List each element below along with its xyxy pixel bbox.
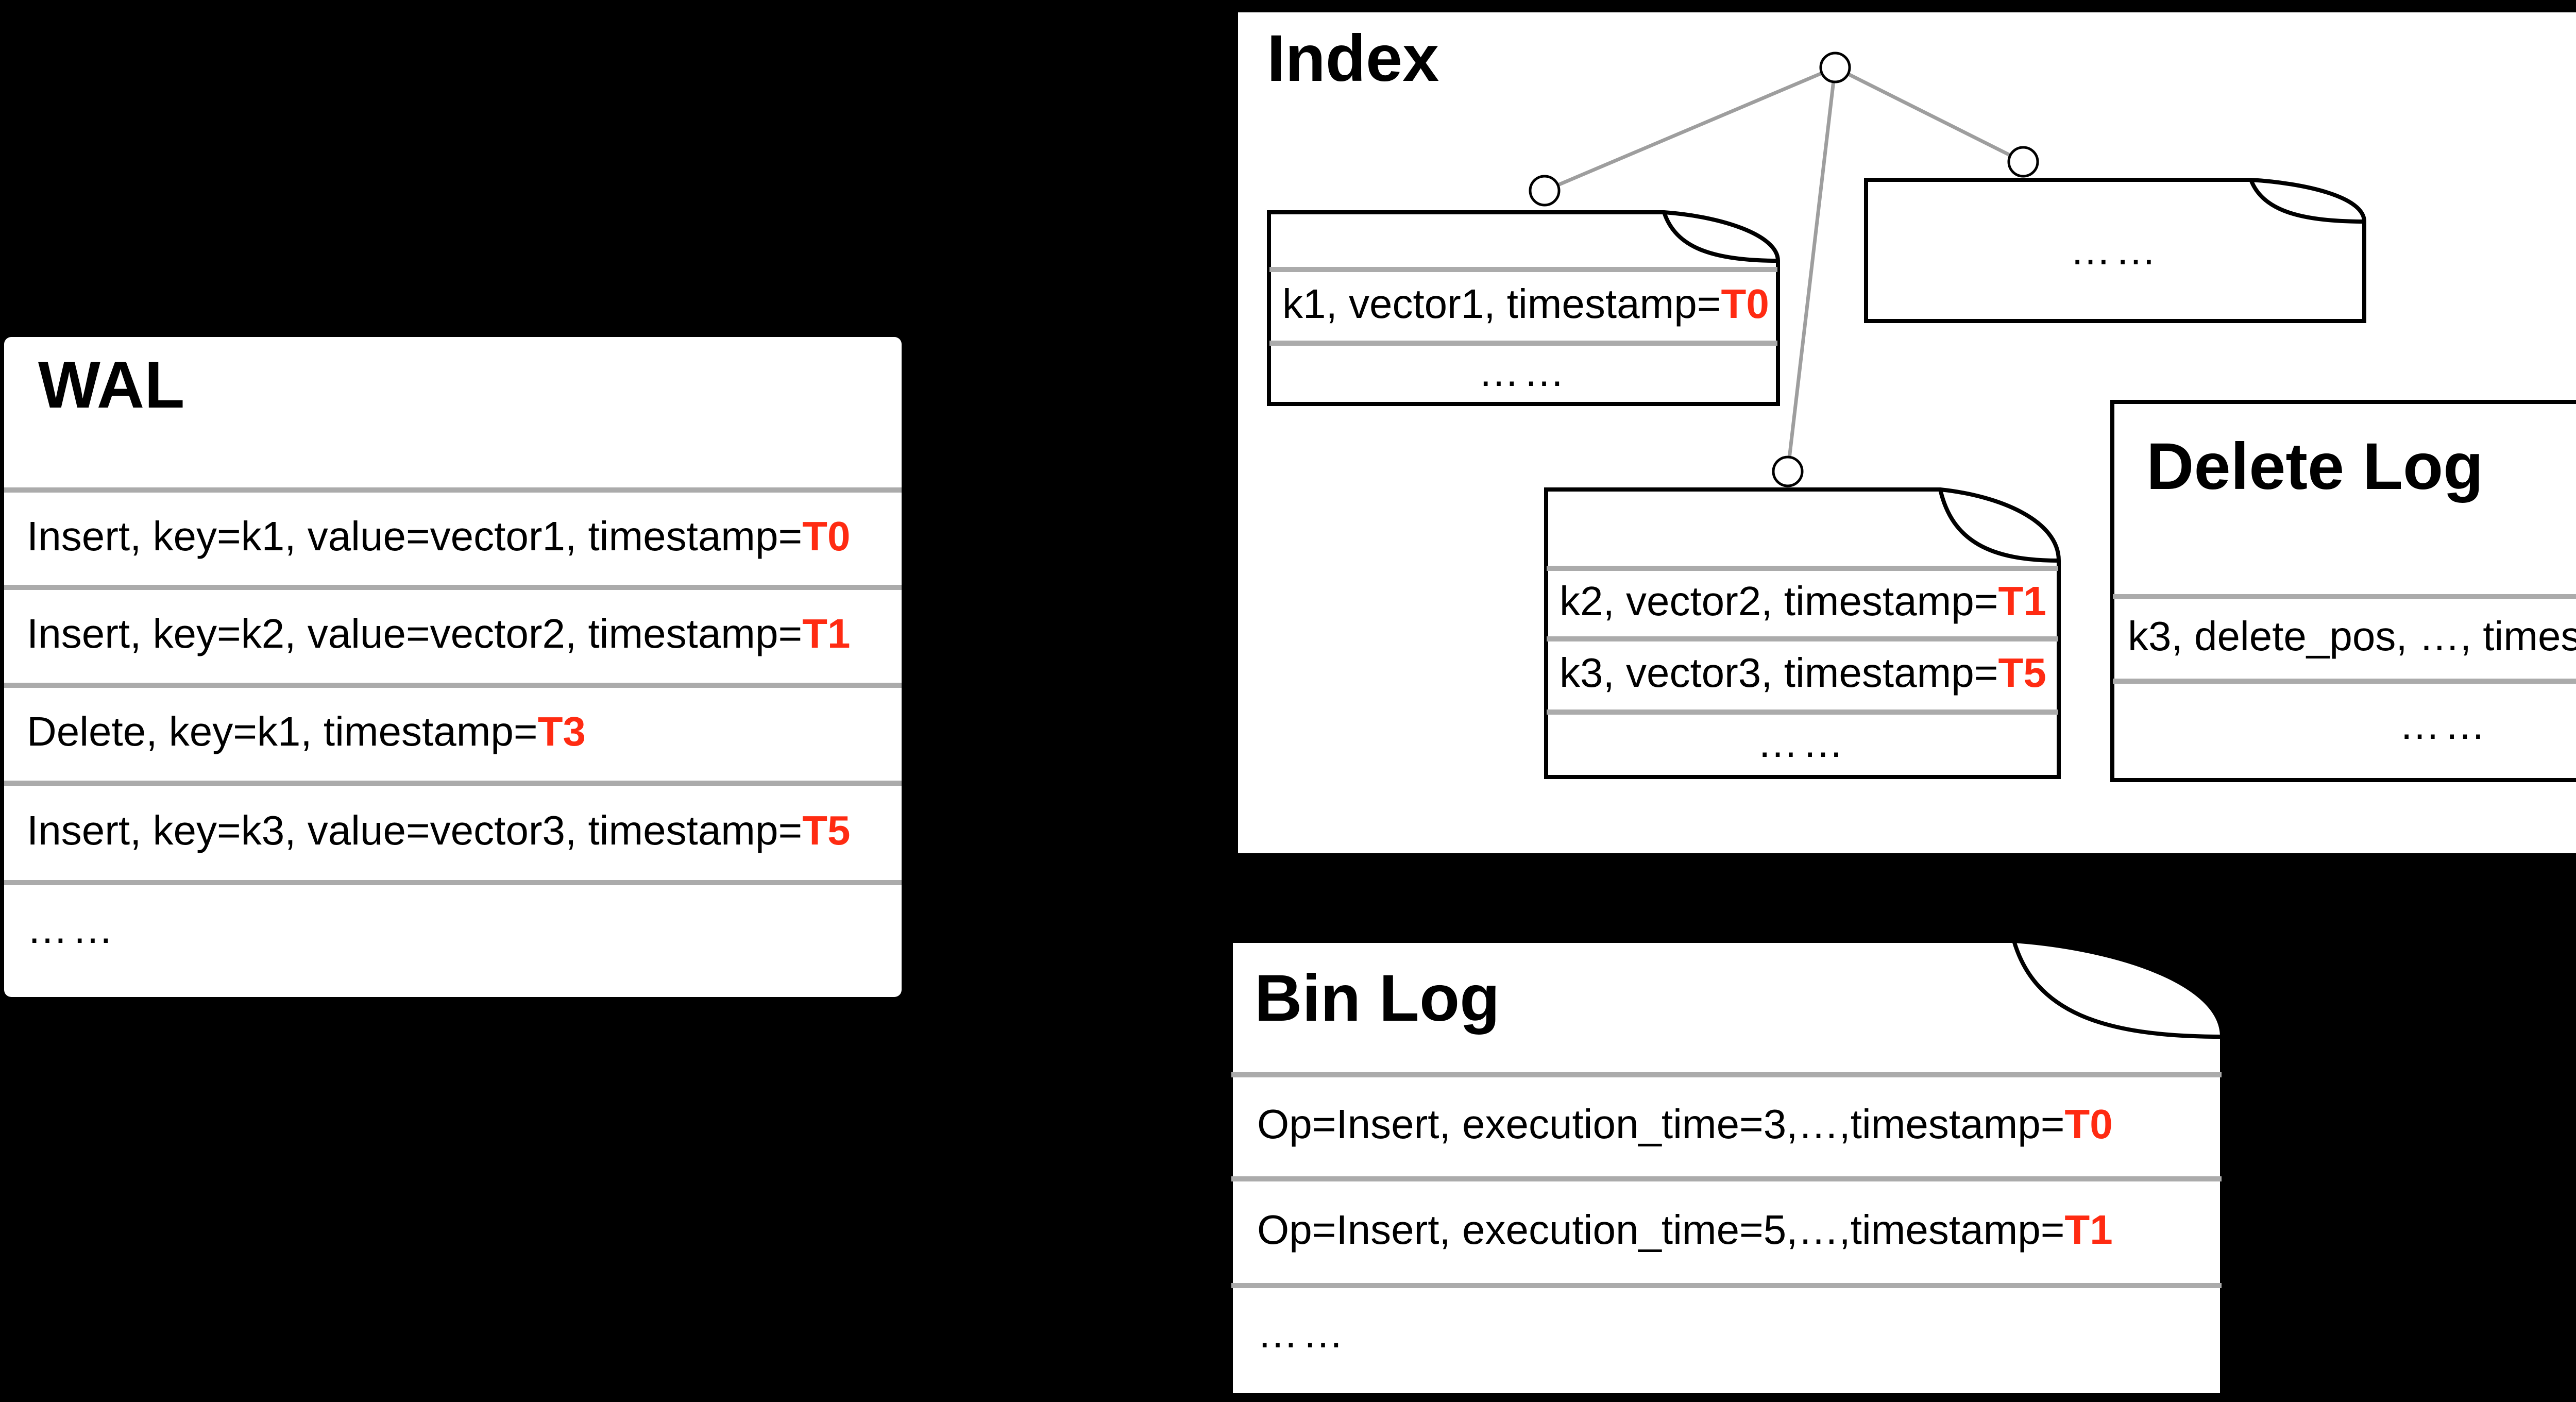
index-title: Index	[1267, 22, 1439, 95]
delete-log-row-ellipsis: ……	[2110, 679, 2576, 771]
separator	[1269, 341, 1777, 346]
separator	[4, 880, 902, 885]
segment-row-ellipsis: ……	[1864, 178, 2366, 323]
tree-root-node	[1819, 52, 1851, 83]
bin-log-row: Op=Insert, execution_time=5,…,timestamp=…	[1229, 1176, 2224, 1283]
document-shape	[1267, 210, 1780, 406]
document-shape	[1229, 939, 2224, 1397]
segment-row-text: k2, vector2, timestamp=	[1560, 578, 1998, 624]
segment-row: k3, vector3, timestamp=T5	[1544, 636, 2061, 710]
bin-log-title: Bin Log	[1255, 961, 1500, 1035]
tree-node-left	[1529, 175, 1561, 207]
delete-log-row: k3, delete_pos, …, timestamp=T3	[2110, 594, 2576, 679]
wal-row-text: Insert, key=k1, value=vector1, timestamp…	[27, 513, 803, 559]
tree-node-middle	[1772, 455, 1804, 487]
wal-row: Insert, key=k1, value=vector1, timestamp…	[4, 487, 902, 585]
separator	[1231, 1072, 2222, 1077]
document-shape	[1544, 487, 2061, 779]
timestamp-value: T0	[2064, 1101, 2113, 1147]
document-shape	[2110, 400, 2576, 782]
segment-row: k1, vector1, timestamp=T0	[1267, 267, 1780, 341]
timestamp-value: T1	[802, 611, 851, 656]
wal-row-text: Insert, key=k3, value=vector3, timestamp…	[27, 807, 803, 853]
wal-row: Insert, key=k2, value=vector2, timestamp…	[4, 585, 902, 683]
index-segment-file-left: k1, vector1, timestamp=T0 ……	[1267, 210, 1780, 406]
document-shape	[1864, 178, 2366, 323]
separator	[4, 487, 902, 493]
ellipsis-text: ……	[1257, 1310, 1348, 1356]
separator	[1547, 710, 2058, 715]
separator	[4, 781, 902, 786]
wal-row-text: Delete, key=k1, timestamp=	[27, 708, 538, 754]
segment-row: k2, vector2, timestamp=T1	[1544, 566, 2061, 636]
wal-row-text: Insert, key=k2, value=vector2, timestamp…	[27, 611, 803, 656]
timestamp-value: T5	[1998, 650, 2046, 696]
bin-log-file: Bin Log Op=Insert, execution_time=3,…,ti…	[1229, 939, 2224, 1397]
ellipsis-text: ……	[1757, 720, 1848, 766]
ellipsis-text: ……	[2070, 227, 2161, 273]
delete-log-row-text: k3, delete_pos, …, timestamp=	[2128, 613, 2576, 659]
wal-box: WAL Insert, key=k1, value=vector1, times…	[4, 337, 902, 997]
index-segment-file-right: ……	[1864, 178, 2366, 323]
tree-node-right	[2007, 146, 2039, 178]
separator	[1547, 636, 2058, 641]
bin-log-row: Op=Insert, execution_time=3,…,timestamp=…	[1229, 1072, 2224, 1176]
separator	[4, 683, 902, 688]
timestamp-value: T1	[1998, 578, 2046, 624]
segment-row-ellipsis: ……	[1267, 341, 1780, 403]
wal-title: WAL	[38, 348, 185, 422]
index-tree-nodes	[1529, 52, 2039, 487]
wal-row-ellipsis: ……	[4, 880, 902, 978]
segment-row-text: k3, vector3, timestamp=	[1560, 650, 1998, 696]
bin-log-row-ellipsis: ……	[1229, 1283, 2224, 1383]
separator	[1269, 267, 1777, 272]
separator	[1231, 1176, 2222, 1181]
timestamp-value: T1	[2064, 1207, 2113, 1253]
bin-log-row-text: Op=Insert, execution_time=3,…,timestamp=	[1257, 1101, 2065, 1147]
index-box: Index k1, vector1, timestamp=T0 ……	[1233, 7, 2576, 858]
ellipsis-text: ……	[2399, 702, 2490, 748]
index-segment-file-middle: k2, vector2, timestamp=T1 k3, vector3, t…	[1544, 487, 2061, 779]
separator	[2113, 679, 2576, 684]
ellipsis-text: ……	[27, 906, 117, 952]
bin-log-row-text: Op=Insert, execution_time=5,…,timestamp=	[1257, 1207, 2065, 1253]
timestamp-value: T3	[537, 708, 586, 754]
wal-row: Insert, key=k3, value=vector3, timestamp…	[4, 781, 902, 880]
segment-row-ellipsis: ……	[1544, 710, 2061, 776]
separator	[1547, 566, 2058, 571]
separator	[2113, 594, 2576, 599]
separator	[4, 585, 902, 590]
delete-log-file: Delete Log k3, delete_pos, …, timestamp=…	[2110, 400, 2576, 782]
delete-log-title: Delete Log	[2146, 430, 2484, 503]
separator	[1231, 1283, 2222, 1288]
timestamp-value: T5	[802, 807, 851, 853]
timestamp-value: T0	[1721, 281, 1769, 327]
index-tree-edges	[1544, 65, 2024, 472]
segment-row-text: k1, vector1, timestamp=	[1282, 281, 1721, 327]
wal-row: Delete, key=k1, timestamp=T3	[4, 683, 902, 781]
ellipsis-text: ……	[1478, 349, 1569, 395]
timestamp-value: T0	[802, 513, 851, 559]
